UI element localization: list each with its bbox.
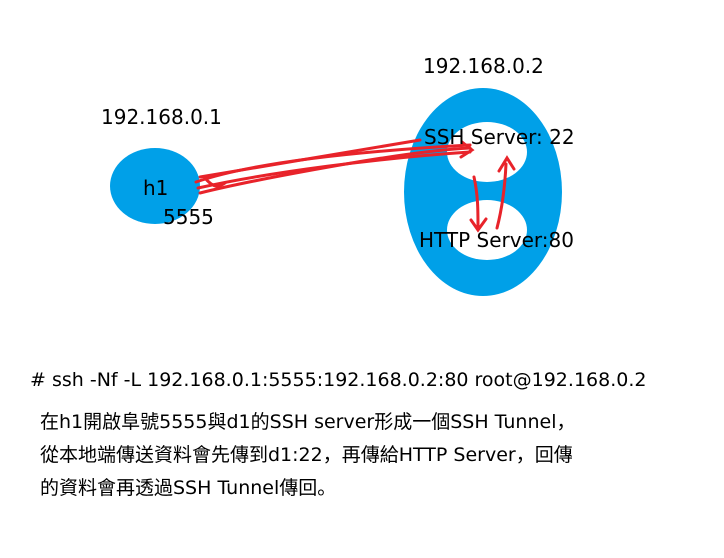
h1-name-label: h1 (143, 176, 169, 200)
ssh-command: # ssh -Nf -L 192.168.0.1:5555:192.168.0.… (30, 369, 647, 391)
return-arrow (495, 155, 516, 230)
ssh-server-label: SSH Server: 22 (424, 125, 575, 149)
h1-ip-label: 192.168.0.1 (101, 105, 222, 129)
description: 在h1開啟阜號5555與d1的SSH server形成一個SSH Tunnel，… (40, 406, 576, 505)
network-diagram (110, 88, 562, 296)
description-line: 從本地端傳送資料會先傳到d1:22，再傳給HTTP Server，回傳 (40, 444, 573, 466)
http-server-port (447, 200, 527, 260)
host-h1-node (110, 148, 200, 224)
forward-arrow (469, 175, 488, 233)
host-d1-node (404, 88, 562, 296)
http-server-label: HTTP Server:80 (419, 228, 574, 252)
ssh-tunnel-lines (194, 138, 475, 195)
h1-port-label: 5555 (163, 205, 214, 229)
d1-ip-label: 192.168.0.2 (423, 54, 544, 78)
description-line: 在h1開啟阜號5555與d1的SSH server形成一個SSH Tunnel， (40, 411, 576, 433)
description-line: 的資料會再透過SSH Tunnel傳回。 (40, 477, 337, 499)
